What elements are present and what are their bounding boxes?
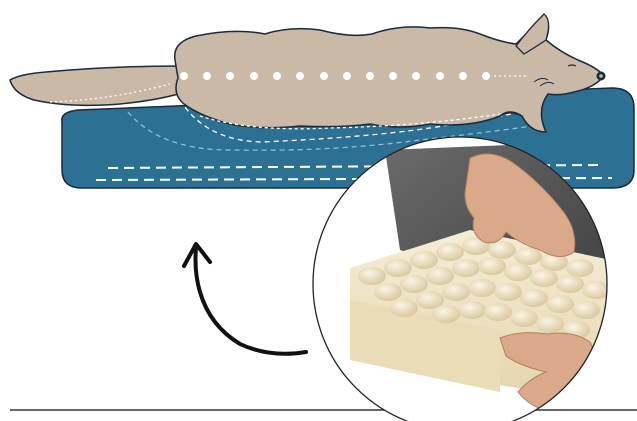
- curved-arrow-icon: [184, 244, 306, 354]
- dog-tail: [10, 66, 185, 105]
